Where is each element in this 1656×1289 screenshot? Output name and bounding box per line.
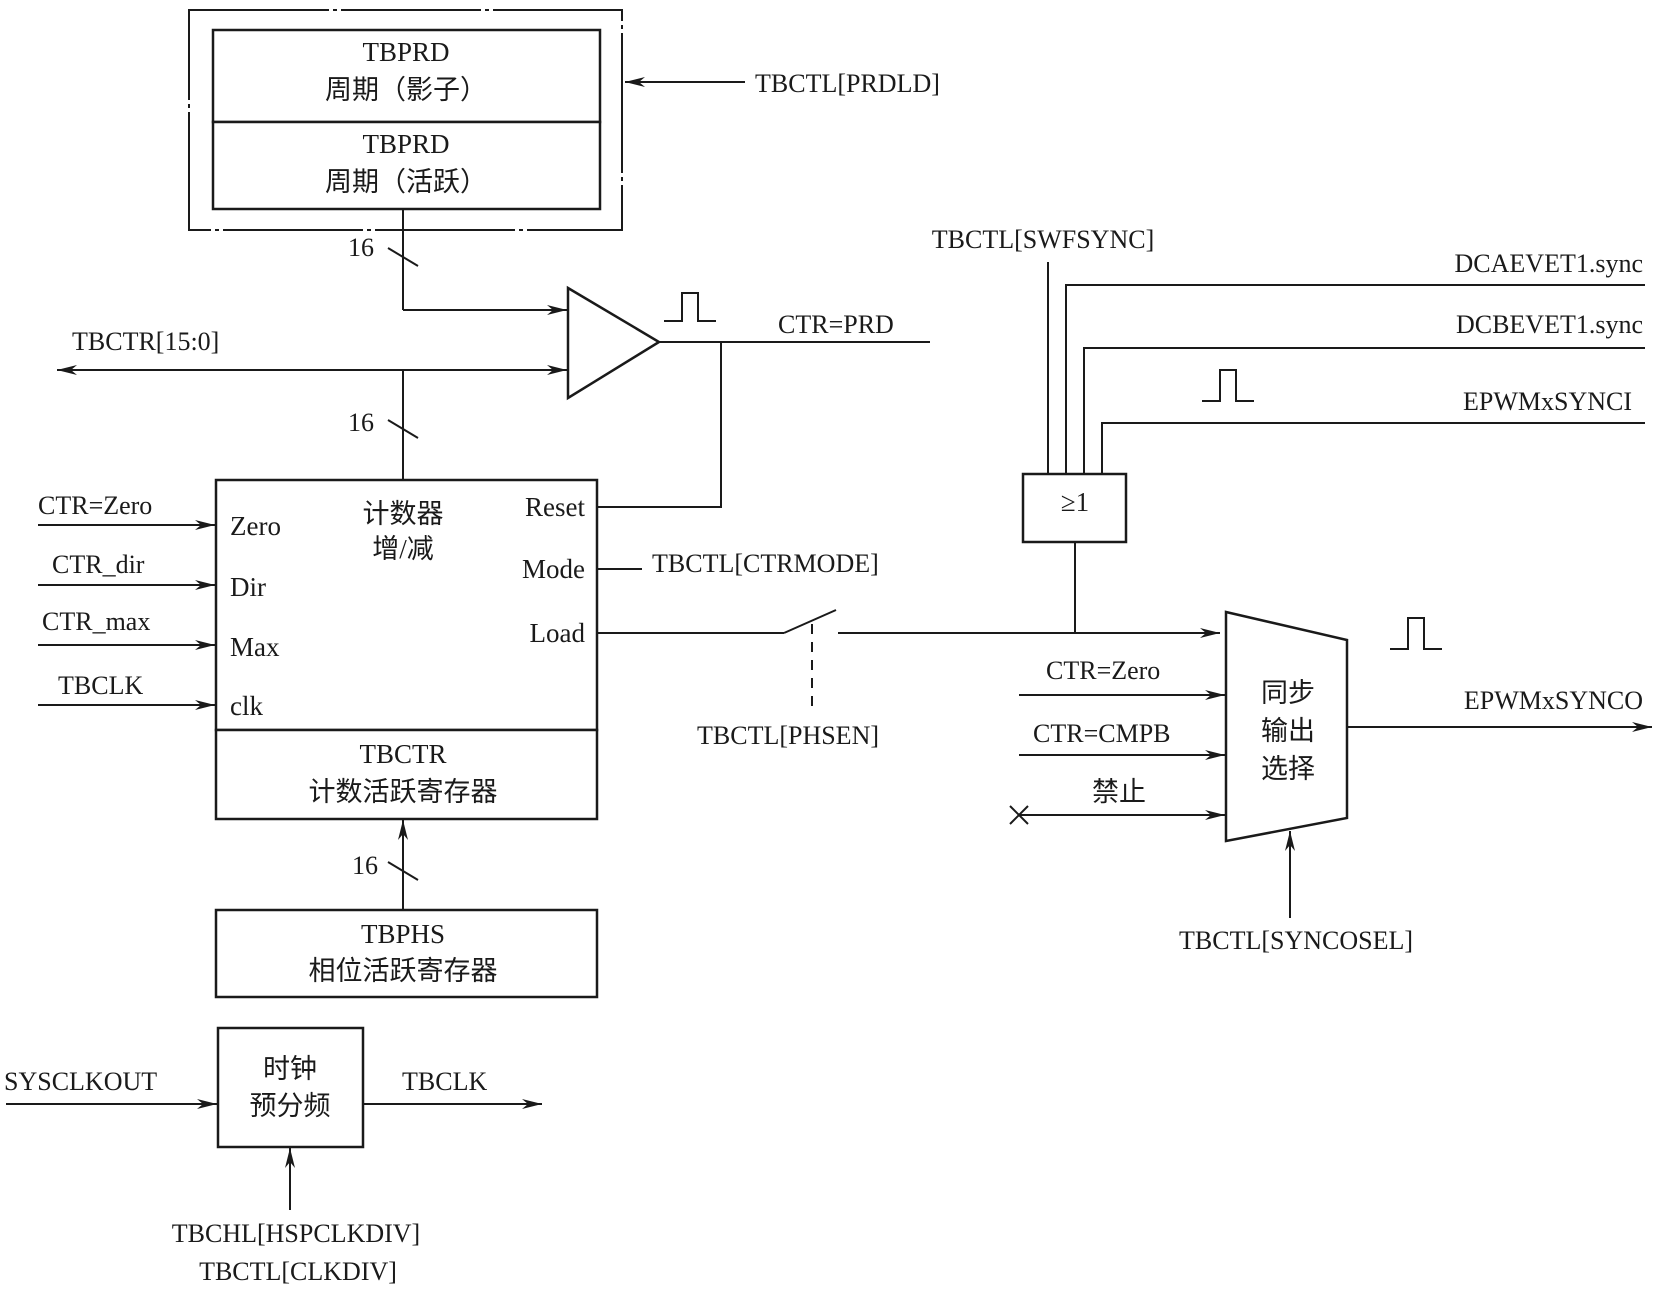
counter-box xyxy=(214,478,599,732)
dcbevt1-sync-line xyxy=(1083,347,1645,474)
tbprd-active-box xyxy=(211,120,602,211)
tbctr-register-desc: 计数活跃寄存器 xyxy=(309,777,498,807)
ctr-max-input-label: CTR_max xyxy=(42,607,150,636)
tbprd-active-name: TBPRD xyxy=(362,129,449,159)
epwmsynci-pulse-icon xyxy=(1202,369,1254,402)
tbctr-register-box xyxy=(214,728,599,821)
mux-ctr-zero-label: CTR=Zero xyxy=(1046,656,1160,685)
ctr-prd-label: CTR=PRD xyxy=(778,310,894,339)
tbctr-bus-label: TBCTR[15:0] xyxy=(72,327,219,356)
dcaevt1-sync-label: DCAEVET1.sync xyxy=(1455,249,1643,278)
tbprd-shadow-name: TBPRD xyxy=(362,37,449,67)
tbprd-shadow-desc: 周期（影子） xyxy=(325,75,487,105)
tbclk-input-label: TBCLK xyxy=(58,671,143,700)
epwmsynco-pulse-icon xyxy=(1390,617,1442,650)
counter-block: 计数器 增/减 Zero Dir Max clk Reset Mode Load… xyxy=(214,478,599,821)
dcbevt1-sync-label: DCBEVET1.sync xyxy=(1456,310,1643,339)
sync-mux-line1: 同步 xyxy=(1261,678,1315,708)
tbprd-active-desc: 周期（活跃） xyxy=(325,167,487,197)
phase-bus-width-label: 16 xyxy=(352,851,378,880)
ctrmode-label: TBCTL[CTRMODE] xyxy=(652,549,879,578)
swfsync-label: TBCTL[SWFSYNC] xyxy=(932,225,1154,254)
ctr-zero-input-label: CTR=Zero xyxy=(38,491,152,520)
prescaler-title: 时钟 xyxy=(263,1054,317,1084)
sync-output-mux xyxy=(1224,610,1349,843)
comparator-triangle xyxy=(566,285,662,401)
or-gate-label: ≥1 xyxy=(1061,487,1089,517)
prescaler-box xyxy=(216,1026,365,1149)
counter-port-max: Max xyxy=(230,632,280,662)
counter-bus-width-tick xyxy=(387,419,419,439)
ctr-prd-pulse-icon xyxy=(664,292,716,322)
counter-port-reset: Reset xyxy=(525,492,585,522)
ctr-prd-reset-feedback xyxy=(597,342,722,508)
sync-mux-line2: 输出 xyxy=(1261,716,1315,746)
tbprd-register-group: TBPRD 周期（影子） TBPRD 周期（活跃） xyxy=(188,9,623,231)
phsen-switch xyxy=(783,609,837,634)
tbphs-register-name: TBPHS xyxy=(361,919,445,949)
prescaler-subtitle: 预分频 xyxy=(250,1091,331,1121)
tbprd-outer-frame xyxy=(188,9,623,231)
ctr-dir-input-label: CTR_dir xyxy=(52,550,145,579)
phase-bus-width-tick xyxy=(387,861,419,881)
counter-port-mode: Mode xyxy=(522,554,585,584)
sysclkout-label: SYSCLKOUT xyxy=(4,1067,157,1096)
tbctr-register-name: TBCTR xyxy=(359,739,446,769)
or-gate-box xyxy=(1021,472,1128,544)
phsen-label: TBCTL[PHSEN] xyxy=(697,721,879,750)
counter-bus-width-label: 16 xyxy=(348,408,374,437)
period-bus-width-label: 16 xyxy=(348,233,374,262)
epwmsynci-label: EPWMxSYNCI xyxy=(1463,387,1632,416)
tbphs-register-box xyxy=(214,908,599,999)
tbclk-output-label: TBCLK xyxy=(402,1067,487,1096)
syncosel-label: TBCTL[SYNCOSEL] xyxy=(1179,926,1413,955)
clkdiv-label: TBCTL[CLKDIV] xyxy=(199,1257,397,1286)
mux-ctr-cmpb-label: CTR=CMPB xyxy=(1033,719,1171,748)
counter-title: 计数器 xyxy=(363,499,444,529)
epwmsynci-line xyxy=(1101,422,1645,474)
counter-port-zero: Zero xyxy=(230,511,281,541)
mux-disable-label: 禁止 xyxy=(1092,777,1146,807)
counter-port-clk: clk xyxy=(230,691,263,721)
dcaevt1-sync-line xyxy=(1065,284,1645,474)
epwmsynco-label: EPWMxSYNCO xyxy=(1464,686,1643,715)
counter-subtitle: 增/减 xyxy=(372,534,434,564)
hspclkdiv-label: TBCHL[HSPCLKDIV] xyxy=(172,1219,420,1248)
tbphs-register-desc: 相位活跃寄存器 xyxy=(309,956,498,986)
counter-port-dir: Dir xyxy=(230,572,266,602)
counter-port-load: Load xyxy=(530,618,586,648)
sync-mux-line3: 选择 xyxy=(1261,754,1315,784)
mux-disable-cross-icon xyxy=(1009,805,1029,825)
period-bus-width-tick xyxy=(387,247,419,267)
prdld-label: TBCTL[PRDLD] xyxy=(755,69,940,98)
